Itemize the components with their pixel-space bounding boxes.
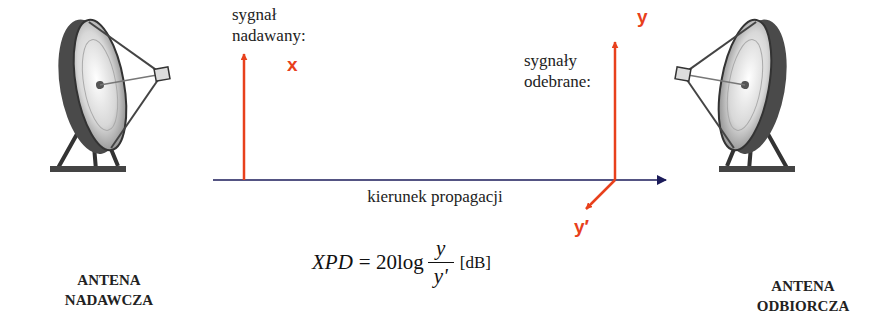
- fraction: y y': [428, 236, 454, 289]
- signal-vector: [243, 54, 246, 180]
- axis-label: kierunek propagacji: [340, 187, 530, 207]
- propagation-axis: [213, 179, 666, 181]
- antenna-label: ANTENA NADAWCZA: [48, 270, 170, 310]
- formula: XPD = 20log y y' [dB]: [312, 236, 491, 289]
- formula-text: = 20log: [359, 250, 424, 274]
- transmit-antenna: [49, 6, 181, 172]
- signal-vector: [586, 180, 615, 209]
- formula-variable: y: [436, 236, 445, 260]
- vector-label: x: [287, 54, 298, 77]
- fraction-bar: [428, 262, 454, 263]
- vector-label: y: [637, 6, 648, 29]
- signal-vector: [614, 42, 617, 180]
- receive-antenna: [664, 6, 796, 172]
- formula-symbol: XPD: [312, 250, 353, 274]
- signal-caption: sygnał nadawany:: [232, 4, 322, 46]
- formula-variable: y': [434, 264, 448, 288]
- formula-unit: [dB]: [460, 253, 491, 272]
- vector-label: y′: [574, 216, 589, 239]
- receive-antenna-group: [664, 6, 796, 172]
- signal-caption: sygnały odebrane:: [524, 50, 608, 92]
- antenna-label: ANTENA ODBIORCZA: [742, 276, 864, 316]
